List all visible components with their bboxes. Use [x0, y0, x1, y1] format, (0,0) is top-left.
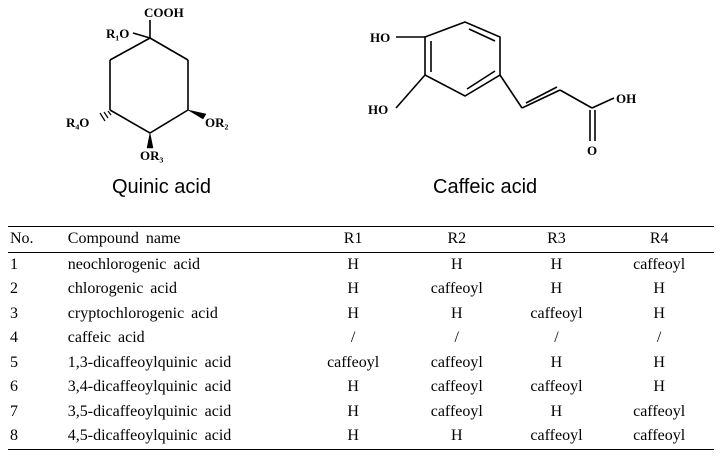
bond	[149, 109, 189, 134]
table-row: 2 chlorogenic acid H caffeoyl H H	[8, 277, 714, 302]
cell-r4: H	[653, 280, 665, 298]
header-no: No.	[10, 230, 34, 248]
bond	[132, 32, 151, 39]
cell-no: 5	[10, 353, 18, 371]
table-row: 7 3,5-dicaffeoylquinic acid H caffeoyl H…	[8, 400, 714, 425]
cell-r2: caffeoyl	[430, 402, 483, 420]
cell-r2: H	[451, 255, 463, 273]
cell-r2: caffeoyl	[430, 280, 483, 298]
cell-r1: /	[350, 329, 356, 347]
quinic-acid-structure: COOH R₁O OR₂ OR₃ R₄O	[66, 5, 229, 163]
cell-r3: H	[550, 280, 563, 298]
table-row: 8 4,5-dicaffeoylquinic acid H H caffeoyl…	[8, 424, 714, 449]
cell-r4: /	[656, 329, 662, 347]
table-row: 4 caffeic acid / / / /	[8, 326, 714, 351]
cell-r3: caffeoyl	[530, 427, 583, 445]
cell-r1: H	[347, 304, 359, 322]
label-r4o: R₄O	[66, 115, 89, 130]
compound-table: No. Compound name R1 R2 R3 R4 1 neochlor…	[8, 226, 714, 450]
label-r1o: R₁O	[106, 26, 129, 41]
cell-name: 4,5-dicaffeoylquinic acid	[67, 427, 232, 445]
bond	[521, 89, 561, 109]
cell-name: caffeic acid	[67, 329, 145, 347]
label-ho-bottom: HO	[368, 102, 388, 117]
cell-no: 6	[10, 378, 18, 396]
cell-r1: caffeoyl	[327, 353, 380, 371]
caffeic-acid-structure: HO HO OH O	[368, 21, 636, 158]
cell-name: 3,5-dicaffeoylquinic acid	[67, 402, 232, 420]
cell-r3: H	[550, 353, 563, 371]
label-cooh: COOH	[144, 5, 184, 20]
cell-r2: H	[451, 427, 463, 445]
cell-r4: caffeoyl	[633, 402, 686, 420]
label-o: O	[587, 143, 597, 158]
cell-r3: H	[550, 255, 563, 273]
cell-name: chlorogenic acid	[67, 280, 177, 298]
cell-no: 8	[10, 427, 18, 445]
header-r3: R3	[547, 230, 566, 248]
bond	[109, 37, 151, 61]
header-r4: R4	[649, 230, 669, 248]
cell-no: 1	[10, 255, 18, 273]
cell-r2: /	[454, 329, 459, 347]
wedge-bond	[187, 109, 207, 120]
cell-r3: caffeoyl	[530, 378, 583, 396]
bond	[559, 89, 593, 109]
header-compound-name: Compound name	[67, 230, 181, 248]
cell-r4: caffeoyl	[633, 255, 686, 273]
bond	[395, 74, 426, 109]
cell-no: 3	[10, 304, 18, 322]
table-row: 5 1,3-dicaffeoylquinic acid caffeoyl caf…	[8, 351, 714, 376]
cell-r1: H	[347, 427, 359, 445]
cell-r3: /	[554, 329, 559, 347]
hashed-bond	[99, 110, 112, 122]
bond	[499, 74, 523, 109]
caffeic-acid-caption: Caffeic acid	[433, 176, 538, 198]
cell-r3: H	[550, 402, 563, 420]
cell-r4: H	[653, 304, 665, 322]
label-oh: OH	[616, 91, 636, 106]
cell-r1: H	[347, 280, 359, 298]
cell-name: cryptochlorogenic acid	[67, 304, 218, 322]
wedge-bond	[146, 132, 154, 149]
cell-r1: H	[347, 402, 359, 420]
table-header-row: No. Compound name R1 R2 R3 R4	[8, 226, 714, 252]
table-row: 1 neochlorogenic acid H H H caffeoyl	[8, 252, 714, 277]
cell-no: 7	[10, 402, 18, 420]
table-row: 3 cryptochlorogenic acid H H caffeoyl H	[8, 302, 714, 327]
bond	[525, 86, 558, 104]
cell-no: 4	[10, 329, 18, 347]
label-ho-top: HO	[370, 30, 390, 45]
cell-r1: H	[347, 255, 359, 273]
cell-name: neochlorogenic acid	[67, 255, 201, 273]
label-or3: OR₃	[140, 148, 164, 163]
cell-r2: caffeoyl	[430, 353, 483, 371]
cell-name: 1,3-dicaffeoylquinic acid	[67, 353, 232, 371]
table-row: 6 3,4-dicaffeoylquinic acid H caffeoyl c…	[8, 375, 714, 400]
bond	[591, 97, 615, 109]
cell-r2: caffeoyl	[430, 378, 483, 396]
cell-name: 3,4-dicaffeoylquinic acid	[67, 378, 232, 396]
header-r1: R1	[343, 230, 363, 248]
benzene-ring	[424, 21, 501, 97]
cell-r2: H	[451, 304, 463, 322]
label-or2: OR₂	[205, 115, 229, 130]
cell-r1: H	[347, 378, 359, 396]
quinic-acid-caption: Quinic acid	[112, 176, 211, 198]
cell-r4: caffeoyl	[633, 427, 686, 445]
bond	[109, 109, 151, 134]
cell-no: 2	[10, 280, 18, 298]
cell-r4: H	[653, 378, 665, 396]
cell-r4: H	[653, 353, 665, 371]
bond	[149, 37, 189, 61]
header-r2: R2	[447, 230, 467, 248]
cell-r3: caffeoyl	[530, 304, 583, 322]
